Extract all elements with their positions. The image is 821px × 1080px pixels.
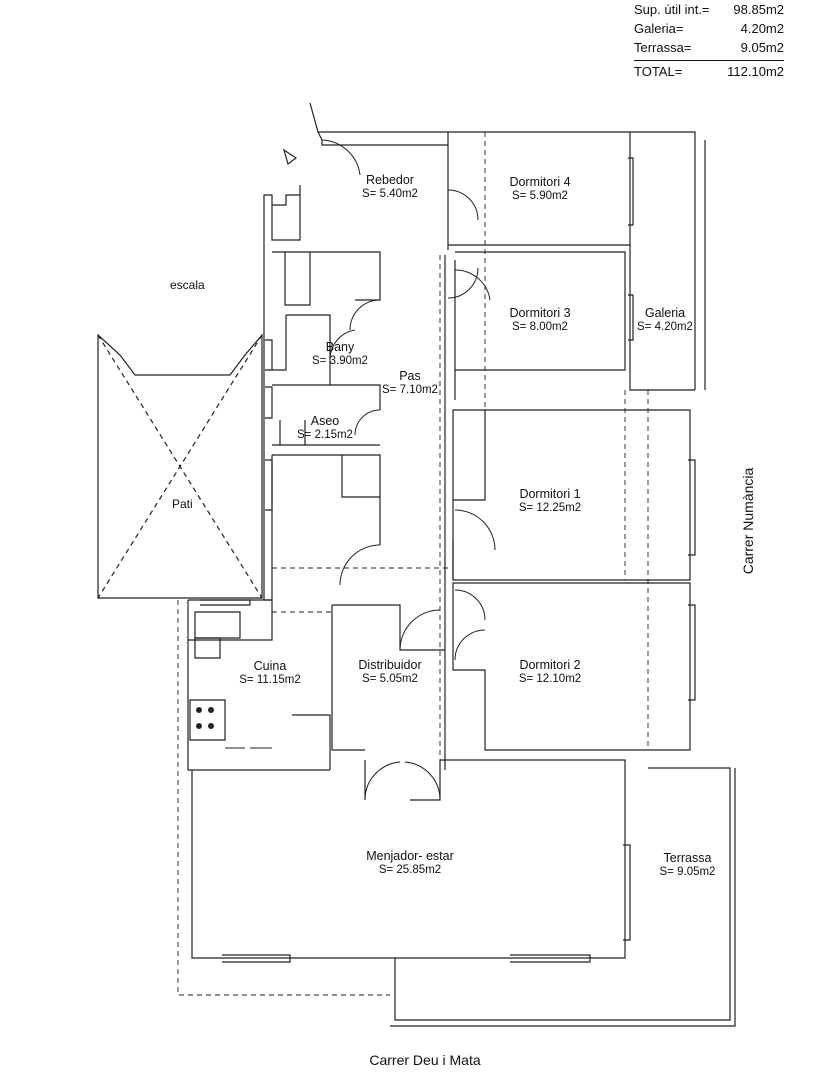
label-escala: escala: [170, 278, 205, 292]
street-label-right: Carrer Numància: [740, 467, 756, 575]
kitchen-fixtures: [196, 707, 214, 729]
terrassa-walls: [390, 767, 736, 1027]
label-pati: Pati: [172, 497, 193, 511]
pati-walls: [97, 333, 263, 599]
dormitori3-walls: [455, 251, 626, 371]
dormitori2-walls: [452, 582, 691, 751]
street-label-bottom: Carrer Deu i Mata: [369, 1052, 481, 1068]
windows: [200, 157, 696, 963]
summary-total: TOTAL=112.10m2: [634, 60, 784, 81]
kitchen-walls: [187, 599, 445, 771]
exterior-walls: [263, 102, 706, 770]
dormitori1-walls: [452, 409, 691, 581]
summary-row: Terrassa=9.05m2: [634, 40, 784, 55]
summary-row: Sup. útil int.=98.85m2: [634, 2, 784, 17]
entry-arrow-icon: [282, 148, 298, 166]
summary-row: Galeria=4.20m2: [634, 21, 784, 36]
doors: [225, 139, 496, 801]
dashed-lines: [177, 132, 690, 996]
surface-summary: Sup. útil int.=98.85m2 Galeria=4.20m2 Te…: [634, 0, 784, 81]
